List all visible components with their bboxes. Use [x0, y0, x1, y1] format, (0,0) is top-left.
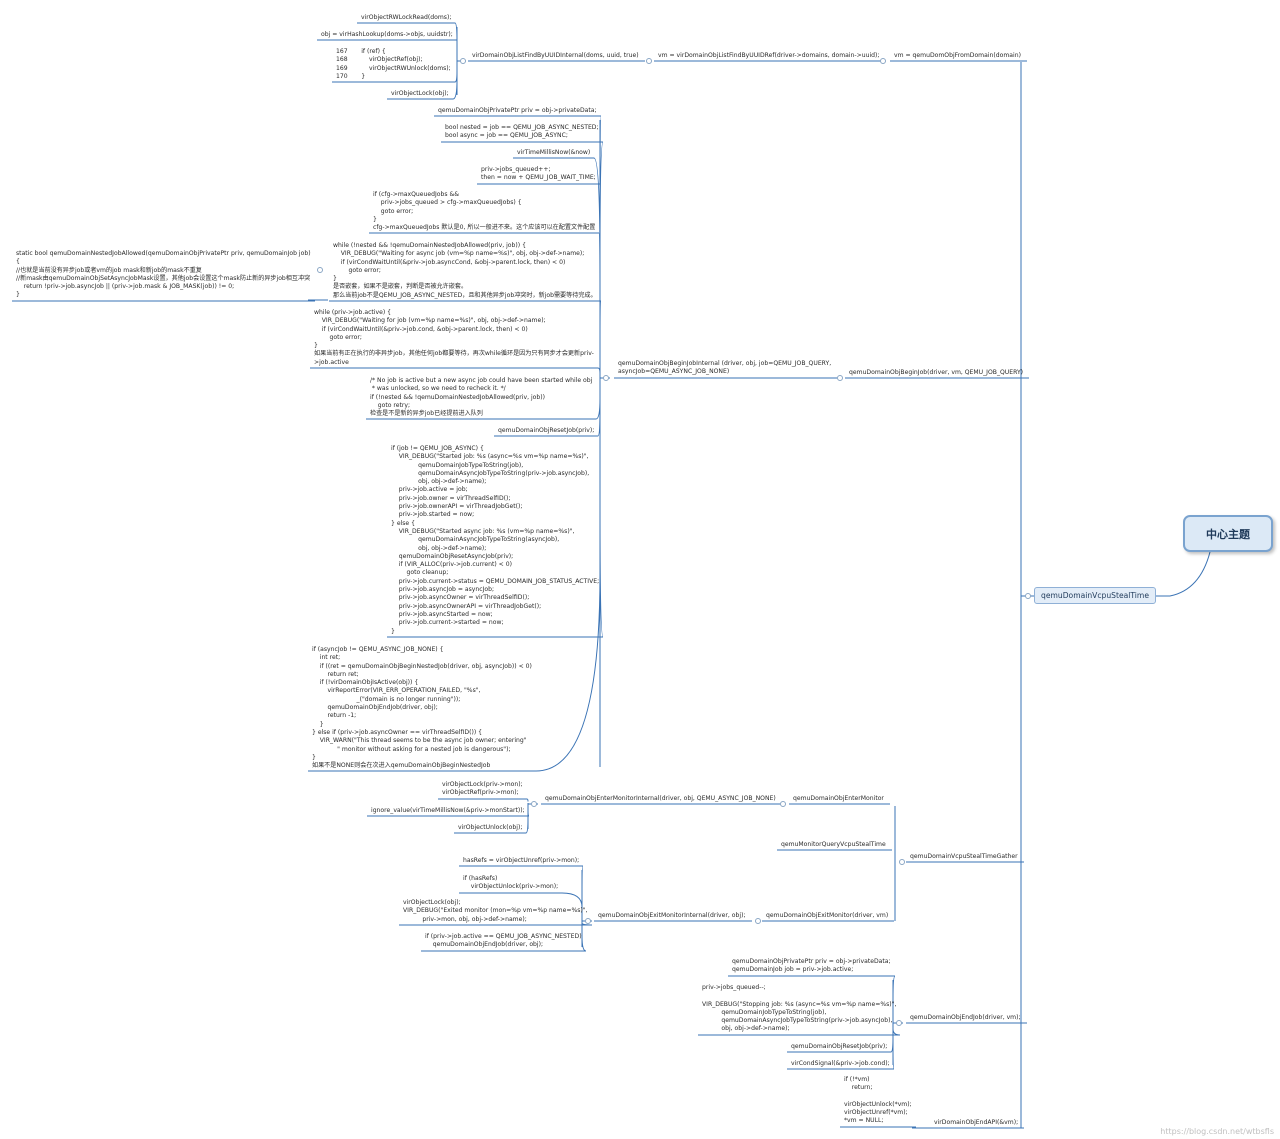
branch-node-end-nested-job — [581, 935, 587, 952]
node-begin-job-internal[interactable]: qemuDomainObjBeginJobInternal (driver, o… — [618, 360, 832, 376]
branch-node-nested-job-check — [535, 574, 601, 772]
node-has-refs[interactable]: hasRefs = virObjectUnref(priv->mon); — [463, 857, 580, 864]
node-wait-job-active[interactable]: while (priv->job.active) { VIR_DEBUG("Wa… — [314, 309, 594, 366]
central-topic[interactable]: 中心主题 — [1183, 515, 1273, 552]
node-start-job[interactable]: if (job != QEMU_JOB_ASYNC) { VIR_DEBUG("… — [391, 445, 600, 635]
collapse-toggle-icon[interactable] — [531, 801, 537, 807]
node-max-queued-jobs[interactable]: if (cfg->maxQueuedJobs && priv->jobs_que… — [373, 191, 596, 232]
node-wait-async-job[interactable]: while (!nested && !qemuDomainNestedJobAl… — [333, 242, 597, 299]
center-curve — [1169, 551, 1211, 597]
main-topic[interactable]: qemuDomainVcpuStealTime — [1034, 587, 1156, 604]
node-end-job[interactable]: qemuDomainObjEndJob(driver, vm); — [910, 1014, 1021, 1021]
node-object-lock[interactable]: virObjectLock(obj); — [391, 90, 449, 97]
collapse-toggle-icon[interactable] — [1025, 593, 1031, 599]
node-rwlock-read[interactable]: virObjectRWLockRead(doms); — [361, 14, 452, 21]
central-topic-label: 中心主题 — [1206, 527, 1250, 541]
node-enter-monitor-internal[interactable]: qemuDomainObjEnterMonitorInternal(driver… — [545, 795, 776, 802]
node-nested-async[interactable]: bool nested = job == QEMU_JOB_ASYNC_NEST… — [445, 124, 599, 140]
node-private-data[interactable]: qemuDomainObjPrivatePtr priv = obj->priv… — [438, 107, 597, 114]
node-object-unlock[interactable]: virObjectUnlock(obj); — [458, 824, 523, 831]
node-end-nested-job[interactable]: if (priv->job.active == QEMU_JOB_ASYNC_N… — [425, 933, 582, 949]
node-steal-time-gather[interactable]: qemuDomainVcpuStealTimeGather — [910, 853, 1018, 860]
collapse-toggle-icon[interactable] — [755, 918, 761, 924]
collapse-toggle-icon[interactable] — [646, 58, 652, 64]
node-hash-lookup[interactable]: obj = virHashLookup(doms->objs, uuidstr)… — [321, 31, 453, 38]
collapse-toggle-icon[interactable] — [880, 58, 886, 64]
node-begin-job[interactable]: qemuDomainObjBeginJob(driver, vm, QEMU_J… — [849, 369, 1024, 376]
collapse-toggle-icon[interactable] — [460, 58, 466, 64]
collapse-toggle-icon[interactable] — [896, 1020, 902, 1026]
node-exit-monitor[interactable]: qemuDomainObjExitMonitor(driver, vm) — [766, 912, 889, 919]
node-query-vcpu-steal[interactable]: qemuMonitorQueryVcpuStealTime — [781, 841, 886, 848]
node-mon-lock-ref[interactable]: virObjectLock(priv->mon); virObjectRef(p… — [442, 781, 523, 797]
node-nested-job-allowed[interactable]: static bool qemuDomainNestedJobAllowed(q… — [16, 250, 311, 299]
node-find-by-uuid-internal[interactable]: virDomainObjListFindByUUIDInternal(doms,… — [472, 52, 639, 59]
node-enter-monitor[interactable]: qemuDomainObjEnterMonitor — [793, 795, 884, 802]
watermark: https://blog.csdn.net/wtbsfls — [1160, 1127, 1274, 1136]
node-reset-job[interactable]: qemuDomainObjResetJob(priv); — [498, 427, 595, 434]
collapse-toggle-icon[interactable] — [317, 267, 323, 273]
branch-node-object-lock — [452, 79, 458, 100]
node-recheck-async[interactable]: /* No job is active but a new async job … — [370, 377, 593, 418]
collapse-toggle-icon[interactable] — [585, 918, 591, 924]
node-time-millis[interactable]: virTimeMillisNow(&now) — [517, 149, 591, 156]
node-jobs-queued[interactable]: priv->jobs_queued++; then = now + QEMU_J… — [481, 166, 596, 182]
collapse-toggle-icon[interactable] — [899, 859, 905, 865]
branch-node-mon-lock-ref — [526, 798, 529, 802]
node-end-api[interactable]: virDomainObjEndAPI(&vm); — [934, 1119, 1019, 1126]
node-exit-monitor-internal[interactable]: qemuDomainObjExitMonitorInternal(driver,… — [598, 912, 746, 919]
collapse-toggle-icon[interactable] — [780, 801, 786, 807]
node-end-job-private[interactable]: qemuDomainObjPrivatePtr priv = obj->priv… — [732, 958, 891, 974]
collapse-toggle-icon[interactable] — [603, 375, 609, 381]
node-end-reset-job[interactable]: qemuDomainObjResetJob(priv); — [791, 1043, 888, 1050]
node-find-by-uuid-ref[interactable]: vm = virDomainObjListFindByUUIDRef(drive… — [658, 52, 880, 59]
node-dom-obj-from-domain[interactable]: vm = qemuDomObjFromDomain(domain) — [894, 52, 1021, 59]
node-mon-start[interactable]: ignore_value(virTimeMillisNow(&priv->mon… — [371, 807, 525, 814]
node-end-api-body[interactable]: if (!*vm) return; virObjectUnlock(*vm); … — [844, 1076, 912, 1125]
branch-node-recheck-async — [595, 398, 601, 420]
node-stopping-job[interactable]: priv->jobs_queued--; VIR_DEBUG("Stopping… — [702, 984, 897, 1033]
collapse-toggle-icon[interactable] — [837, 375, 843, 381]
node-has-refs-unlock[interactable]: if (hasRefs) virObjectUnlock(priv->mon); — [463, 875, 559, 891]
node-nested-job-check[interactable]: if (asyncJob != QEMU_ASYNC_JOB_NONE) { i… — [312, 646, 532, 770]
node-ref-block[interactable]: 167 if (ref) { 168 virObjectRef(obj); 16… — [336, 48, 451, 80]
node-cond-signal[interactable]: virCondSignal(&priv->job.cond); — [791, 1060, 890, 1067]
main-topic-label: qemuDomainVcpuStealTime — [1041, 591, 1149, 600]
node-exited-monitor[interactable]: virObjectLock(obj); VIR_DEBUG("Exited mo… — [403, 899, 588, 923]
